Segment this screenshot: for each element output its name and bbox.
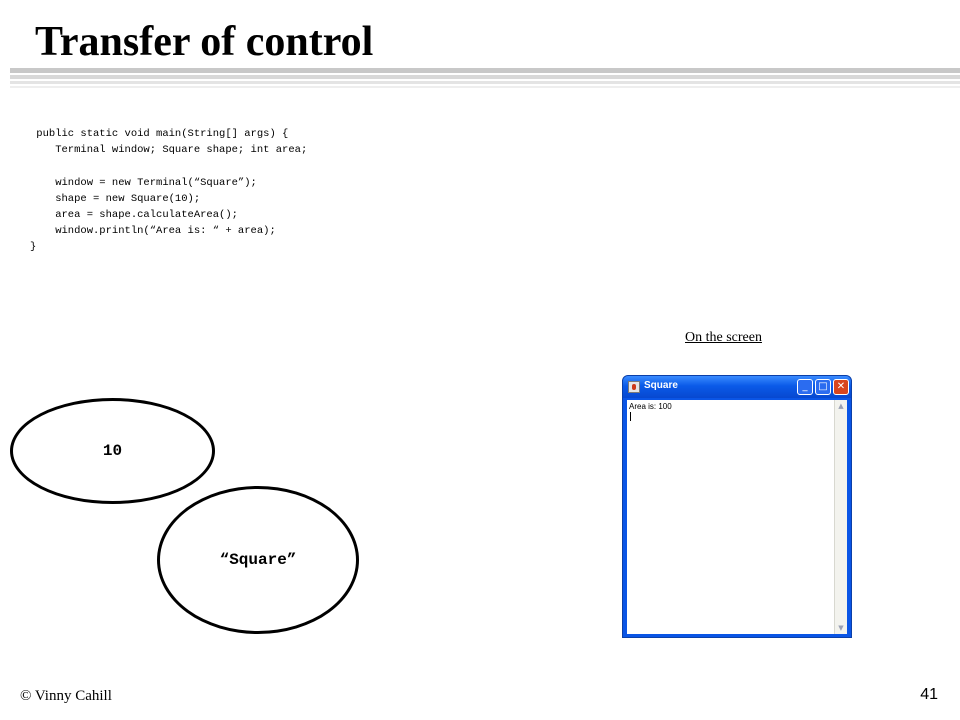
code-listing: public static void main(String[] args) {…: [30, 126, 307, 256]
code-line: [30, 158, 307, 174]
maximize-button[interactable]: □: [815, 379, 831, 395]
string-object-value: “Square”: [219, 551, 297, 569]
code-line: Terminal window; Square shape; int area;: [30, 144, 308, 157]
window-title: Square: [644, 380, 678, 391]
code-line: area = shape.calculateArea();: [30, 208, 238, 221]
int-object-value: 10: [102, 442, 123, 460]
vertical-scrollbar[interactable]: ▲ ▼: [834, 400, 847, 634]
terminal-output: Area is: 100: [629, 402, 672, 411]
title-underline: [10, 68, 960, 88]
code-line: window = new Terminal(“Square”);: [30, 176, 257, 189]
code-line: public static void main(String[] args) {: [30, 128, 289, 140]
on-screen-label: On the screen: [685, 330, 762, 345]
terminal-text-area[interactable]: Area is: 100 ▲ ▼: [627, 400, 847, 634]
scroll-down-icon[interactable]: ▼: [838, 624, 844, 632]
terminal-window: Square _ □ ✕ Area is: 100 ▲ ▼: [622, 375, 852, 638]
slide-title: Transfer of control: [35, 19, 374, 65]
code-line: window.println(“Area is: “ + area);: [30, 225, 276, 238]
java-app-icon: [628, 381, 640, 393]
string-object-oval: “Square”: [157, 486, 359, 634]
code-line: }: [30, 241, 37, 254]
page-number: 41: [920, 686, 938, 703]
footer-author: © Vinny Cahill: [20, 688, 112, 704]
int-object-oval: 10: [10, 398, 215, 504]
scroll-up-icon[interactable]: ▲: [838, 402, 844, 410]
minimize-button[interactable]: _: [797, 379, 813, 395]
code-line: shape = new Square(10);: [30, 192, 201, 205]
window-titlebar[interactable]: Square _ □ ✕: [623, 376, 851, 398]
text-caret: [630, 412, 631, 421]
close-button[interactable]: ✕: [833, 379, 849, 395]
